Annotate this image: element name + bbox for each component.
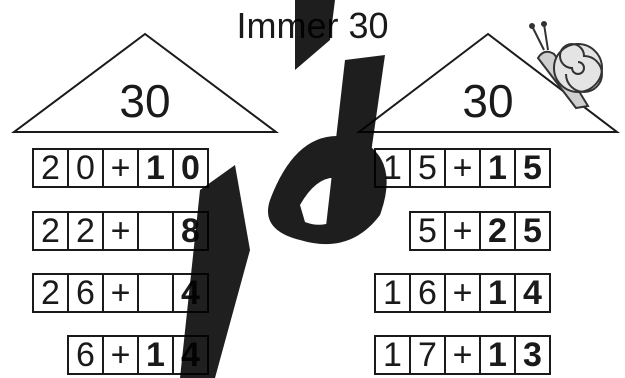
digit-cell: 1 (479, 273, 516, 313)
digit-cell (137, 273, 174, 313)
roof-number-left: 30 (10, 76, 280, 126)
digit-cell: 8 (172, 211, 209, 251)
digit-cell: + (444, 273, 481, 313)
digit-cell: 5 (409, 211, 446, 251)
digit-cell: + (444, 335, 481, 375)
digit-cell: 1 (479, 148, 516, 188)
digit-cell: 5 (409, 148, 446, 188)
digit-cell: 5 (514, 211, 551, 251)
digit-cell: 6 (67, 335, 104, 375)
digit-cell: 2 (479, 211, 516, 251)
digit-cell: 4 (514, 273, 551, 313)
digit-cell (374, 211, 411, 251)
digit-cell: 6 (67, 273, 104, 313)
digit-cell: 1 (374, 148, 411, 188)
digit-cell: + (102, 335, 139, 375)
digit-cell (32, 335, 69, 375)
digit-cell: 0 (172, 148, 209, 188)
digit-cell: + (444, 211, 481, 251)
digit-cell: 3 (514, 335, 551, 375)
snail-icon (518, 20, 608, 112)
digit-cell: 5 (514, 148, 551, 188)
digit-cell: 7 (409, 335, 446, 375)
digit-cell: 1 (137, 148, 174, 188)
digit-cell: + (102, 148, 139, 188)
digit-cell: + (102, 211, 139, 251)
digit-cell: 2 (67, 211, 104, 251)
digit-cell: + (444, 148, 481, 188)
digit-cell: 1 (137, 335, 174, 375)
digit-cell: 4 (172, 273, 209, 313)
digit-cell: 2 (32, 148, 69, 188)
digit-cell: 2 (32, 273, 69, 313)
digit-cell: 1 (479, 335, 516, 375)
digit-cell: 0 (67, 148, 104, 188)
digit-cell: 4 (172, 335, 209, 375)
digit-cell: 2 (32, 211, 69, 251)
digit-cell: 1 (374, 273, 411, 313)
digit-cell: + (102, 273, 139, 313)
digit-cell (137, 211, 174, 251)
digit-cell: 1 (374, 335, 411, 375)
digit-cell: 6 (409, 273, 446, 313)
